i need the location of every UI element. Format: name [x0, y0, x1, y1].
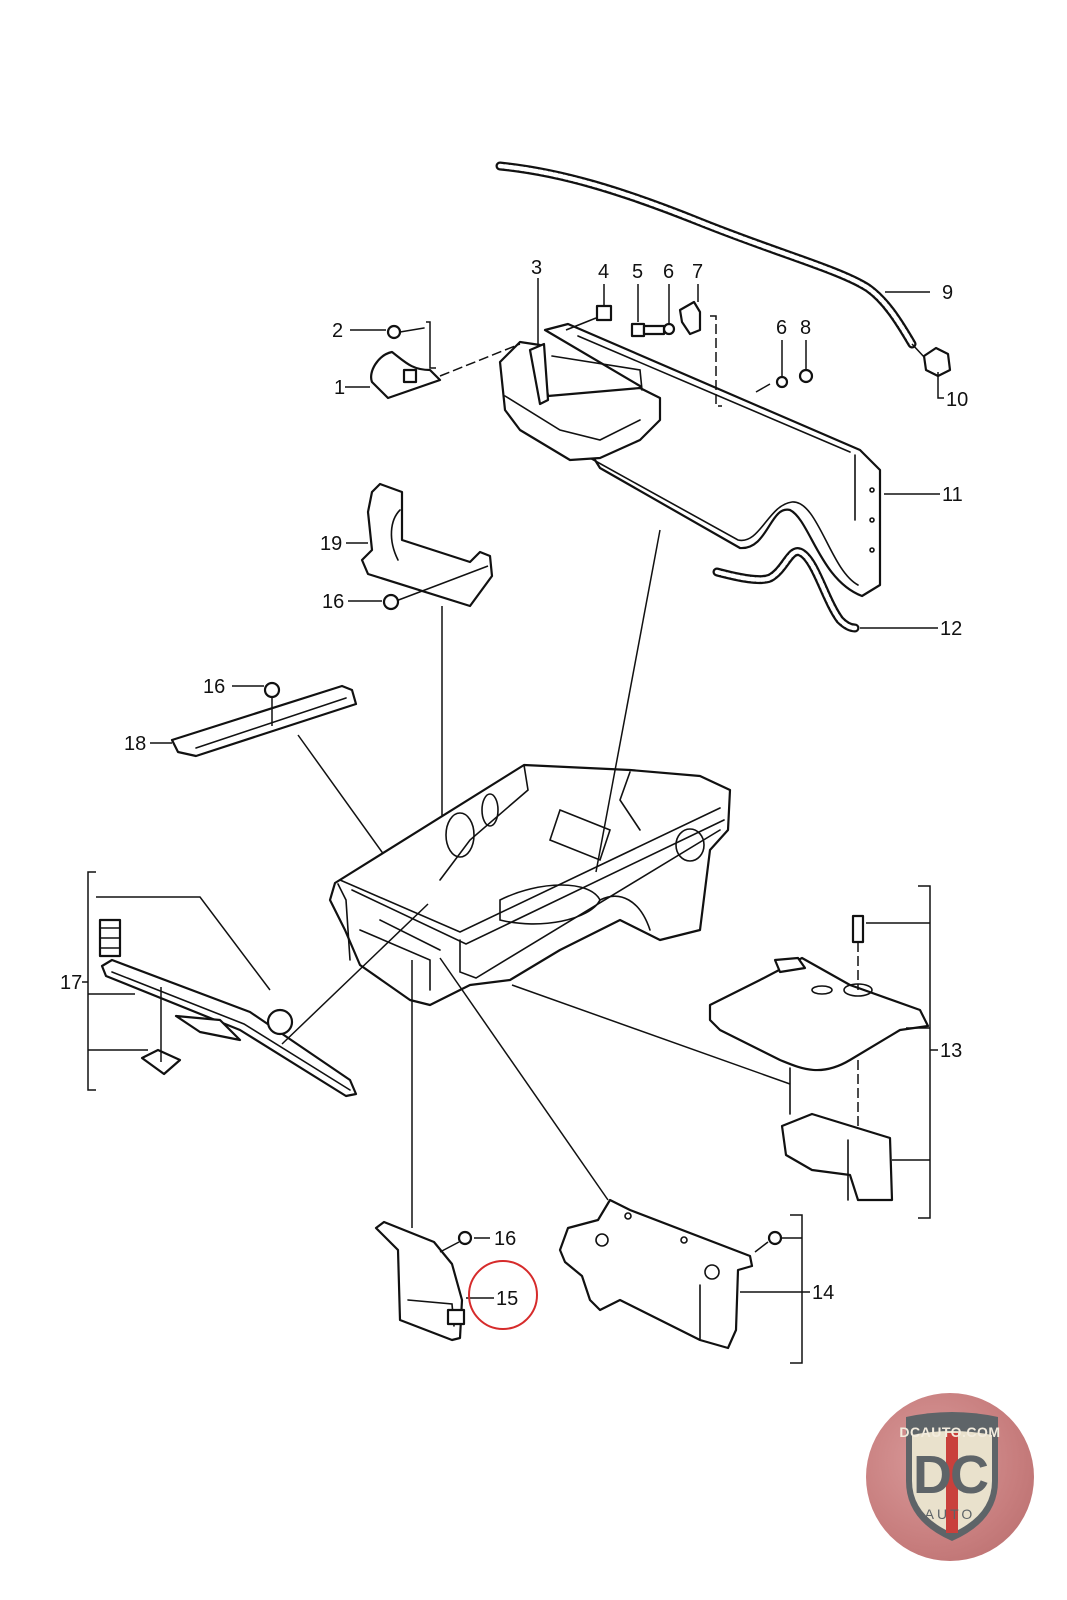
dcauto-logo: DCAUTO.COM DC AUTO — [866, 1393, 1034, 1561]
front-crossmember-part — [82, 871, 429, 1098]
callout-10[interactable]: 10 — [946, 389, 968, 411]
side-bracket-part — [346, 482, 494, 608]
nut-part — [348, 593, 400, 611]
seal-strip-part — [528, 278, 550, 406]
hood-seal-part — [495, 161, 930, 349]
callout-1[interactable]: 1 — [334, 377, 345, 399]
callout-5[interactable]: 5 — [632, 261, 643, 283]
callout-7[interactable]: 7 — [692, 261, 703, 283]
side-trim-panel-part — [439, 957, 810, 1364]
callout-6-second[interactable]: 6 — [776, 317, 787, 339]
trim-panel-part — [543, 322, 940, 598]
callout-16-lower[interactable]: 16 — [494, 1228, 516, 1250]
callout-9[interactable]: 9 — [942, 282, 953, 304]
callout-labels: 2 1 3 4 5 6 7 6 8 9 10 11 12 13 14 15 16… — [60, 257, 968, 1310]
edge-seal-part — [712, 547, 938, 633]
screw-part — [350, 324, 425, 340]
callout-6[interactable]: 6 — [663, 261, 674, 283]
callout-4[interactable]: 4 — [598, 261, 609, 283]
shield-icon — [906, 1412, 998, 1541]
spare-wheel-support-part — [511, 885, 938, 1219]
callout-11[interactable]: 11 — [942, 484, 963, 506]
callout-3[interactable]: 3 — [531, 257, 542, 279]
callout-18[interactable]: 18 — [124, 733, 146, 755]
callout-12[interactable]: 12 — [940, 618, 962, 640]
callout-16-upper[interactable]: 16 — [322, 591, 344, 613]
callout-19[interactable]: 19 — [320, 533, 342, 555]
callout-2[interactable]: 2 — [332, 320, 343, 342]
callout-13[interactable]: 13 — [940, 1040, 962, 1062]
logo-sub-text: AUTO — [924, 1506, 976, 1522]
logo-site-text: DCAUTO.COM — [899, 1424, 1001, 1440]
hardware-group — [565, 284, 814, 407]
callout-17[interactable]: 17 — [60, 972, 82, 994]
logo-brand-text: DC — [913, 1445, 989, 1505]
seal-end-cap-part — [911, 343, 952, 399]
highlight-circle — [468, 1260, 538, 1330]
body-shell-part — [328, 529, 732, 1007]
callout-8[interactable]: 8 — [800, 317, 811, 339]
callout-14[interactable]: 14 — [812, 1282, 834, 1304]
callout-16-middle[interactable]: 16 — [203, 676, 225, 698]
front-bracket-part — [374, 960, 494, 1342]
hood-lock-bracket-part — [345, 321, 521, 400]
callout-15[interactable]: 15 — [496, 1288, 518, 1310]
